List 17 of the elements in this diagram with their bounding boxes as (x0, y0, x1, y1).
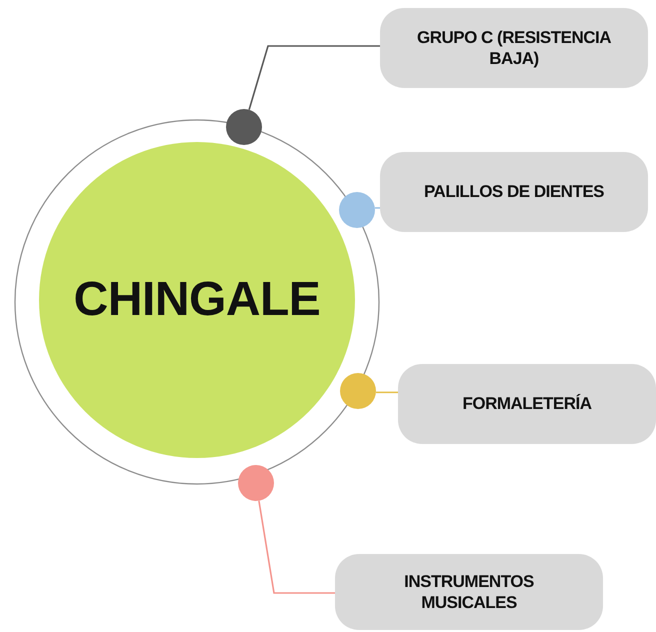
connector-line (376, 392, 398, 394)
label-box (335, 554, 603, 630)
item-label: INSTRUMENTOS MUSICALES (403, 570, 535, 614)
label-box (380, 152, 648, 232)
connector-line (258, 500, 335, 594)
connector-dot (339, 192, 375, 228)
item-label: GRUPO C (RESISTENCIA BAJA) (416, 26, 612, 70)
connector-line (248, 45, 380, 110)
label-box (380, 8, 648, 88)
connector-line (374, 207, 380, 209)
connector-dot (238, 465, 274, 501)
label-box (398, 364, 656, 444)
connector-dot (226, 109, 262, 145)
item-label: PALILLOS DE DIENTES (424, 181, 604, 203)
item-label: FORMALETERÍA (462, 393, 592, 415)
title-text: CHINGALE (74, 272, 320, 328)
connector-dot (340, 373, 376, 409)
